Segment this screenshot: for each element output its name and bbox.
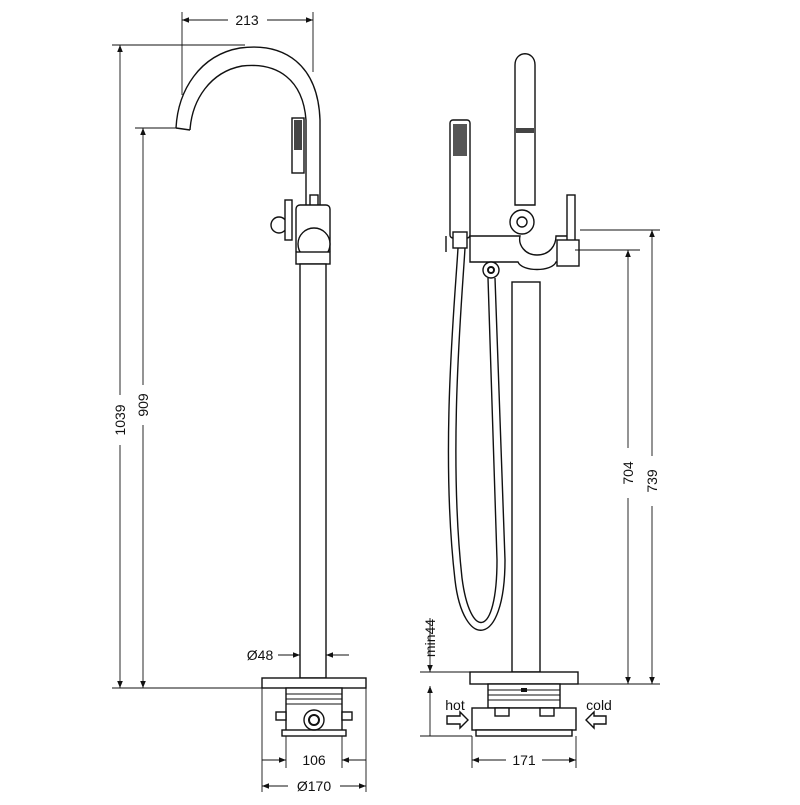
dim-mixer-lower: 704	[620, 461, 636, 485]
hand-shower-head-side	[453, 124, 467, 156]
mixer-body-side	[469, 235, 569, 271]
inlet-core	[308, 714, 320, 726]
front-view: 213 1039 909 Ø48 106 Ø170	[112, 12, 367, 794]
spout-band	[516, 128, 534, 133]
dim-spout-reach: 213	[235, 12, 259, 28]
hose-connector	[482, 261, 500, 279]
hose-connector-core	[487, 266, 495, 274]
mixer-cap-inner	[516, 216, 528, 228]
dim-mixer-upper: 739	[644, 469, 660, 493]
box-tab-left	[494, 707, 510, 717]
base-plate-front	[261, 677, 367, 689]
lever-left	[284, 199, 293, 241]
dim-total-height: 1039	[112, 404, 128, 435]
dim-pipe-diameter: Ø48	[247, 647, 274, 663]
dim-base-diameter: Ø170	[297, 778, 331, 794]
pipe-side	[511, 281, 541, 673]
hose-inner	[455, 247, 498, 623]
pipe-front	[299, 263, 327, 679]
hot-arrow	[446, 710, 469, 730]
box-foot-front	[281, 729, 347, 737]
side-view: hot cold min44 704 739 171	[420, 53, 660, 768]
dim-min-depth: min44	[422, 619, 438, 657]
dim-base-width: 106	[302, 752, 326, 768]
bracket-left-front	[275, 711, 287, 721]
base-plate-side	[469, 671, 579, 685]
cold-arrow	[585, 710, 607, 730]
lever-side	[566, 194, 576, 244]
dim-side-base-width: 171	[512, 752, 536, 768]
hand-shower-head-front	[294, 120, 302, 150]
underfloor-box-top	[487, 683, 561, 709]
label-hot: hot	[445, 697, 465, 713]
dim-spout-height: 909	[135, 393, 151, 417]
box-tab-right	[539, 707, 555, 717]
spout-tip	[175, 127, 191, 131]
mixer-collar	[295, 251, 331, 265]
underfloor-box-side	[471, 707, 577, 731]
hose-outer	[447, 247, 506, 631]
label-cold: cold	[586, 697, 612, 713]
inlet-circle	[303, 709, 325, 731]
bracket-right-front	[341, 711, 353, 721]
lever-base-side	[556, 239, 580, 267]
spout-outer	[175, 46, 321, 205]
spout-inner	[189, 64, 307, 205]
shower-holder	[452, 231, 468, 249]
box-foot-side	[475, 729, 573, 737]
